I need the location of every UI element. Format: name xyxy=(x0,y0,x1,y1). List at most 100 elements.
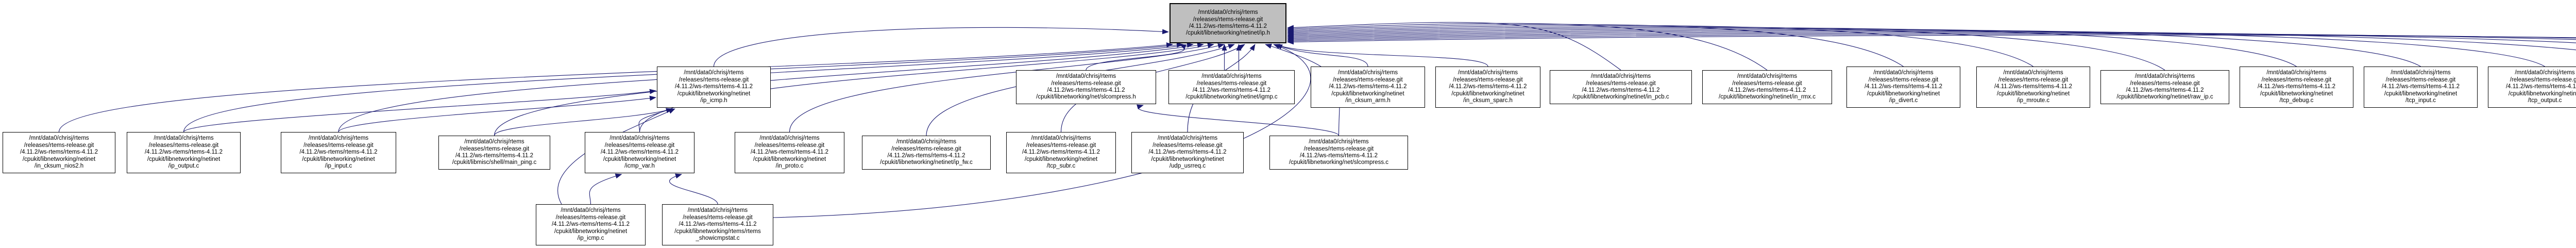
edge-slcompress_h-to-root xyxy=(1086,44,1187,71)
graph-node-label-line: /releases/rtems-release.git xyxy=(1453,76,1523,83)
graph-node-label-line: /ip_icmp.h xyxy=(700,97,727,104)
edge-in_rmx_c-to-root xyxy=(1287,23,1768,71)
graph-node-label-line: /mnt/data0/chrisj/rtems xyxy=(1157,135,1218,142)
graph-node-slcompress_c[interactable]: /mnt/data0/chrisj/rtems/releases/rtems-r… xyxy=(1269,136,1408,170)
graph-node-ip_icmp_h[interactable]: /mnt/data0/chrisj/rtems/releases/rtems-r… xyxy=(657,67,771,108)
graph-node-label-line: /cpukit/libnetworking/netinet xyxy=(302,156,375,162)
graph-node-label-line: /4.11.2/ws-rtems/rtems-4.11.2 xyxy=(750,149,829,156)
graph-node-in_rmx_c[interactable]: /mnt/data0/chrisj/rtems/releases/rtems-r… xyxy=(1702,70,1832,104)
graph-node-label-line: /cpukit/libnetworking/netinet xyxy=(1331,90,1404,97)
graph-node-label-line: /4.11.2/ws-rtems/rtems-4.11.2 xyxy=(600,149,679,156)
graph-node-showicmpstat_c[interactable]: /mnt/data0/chrisj/rtems/releases/rtems-r… xyxy=(662,204,773,245)
graph-node-ip_icmp_c[interactable]: /mnt/data0/chrisj/rtems/releases/rtems-r… xyxy=(536,204,646,245)
graph-node-label-line: /mnt/data0/chrisj/rtems xyxy=(561,207,621,214)
graph-node-label-line: /mnt/data0/chrisj/rtems xyxy=(1031,135,1091,142)
graph-node-label-line: /mnt/data0/chrisj/rtems xyxy=(896,139,957,145)
graph-node-label-line: /mnt/data0/chrisj/rtems xyxy=(609,135,670,142)
graph-node-label-line: /releases/rtems-release.git xyxy=(1998,76,2069,83)
graph-node-icmp_var_h[interactable]: /mnt/data0/chrisj/rtems/releases/rtems-r… xyxy=(585,132,694,173)
graph-node-label-line: /mnt/data0/chrisj/rtems xyxy=(2003,70,2063,76)
graph-node-label-line: /ip_icmp.c xyxy=(577,235,604,242)
graph-node-label-line: /4.11.2/ws-rtems/rtems-4.11.2 xyxy=(2381,84,2460,90)
graph-node-in_proto_c[interactable]: /mnt/data0/chrisj/rtems/releases/rtems-r… xyxy=(735,132,844,173)
graph-node-main_ping_c[interactable]: /mnt/data0/chrisj/rtems/releases/rtems-r… xyxy=(438,136,550,170)
graph-node-in_cksum_nios2_h[interactable]: /mnt/data0/chrisj/rtems/releases/rtems-r… xyxy=(3,132,115,173)
graph-node-label-line: /mnt/data0/chrisj/rtems xyxy=(2391,70,2451,76)
graph-node-label-line: /mnt/data0/chrisj/rtems xyxy=(1056,73,1116,80)
graph-node-label-line: /releases/rtems-release.git xyxy=(148,142,219,148)
graph-node-slcompress_h[interactable]: /mnt/data0/chrisj/rtems/releases/rtems-r… xyxy=(1016,70,1156,104)
graph-node-label-line: /mnt/data0/chrisj/rtems xyxy=(2134,73,2195,80)
graph-node-label-line: /cpukit/libnetworking/netinet/in_pcb.c xyxy=(1572,94,1669,101)
graph-node-ip_output_c[interactable]: /mnt/data0/chrisj/rtems/releases/rtems-r… xyxy=(127,132,241,173)
graph-node-tcp_subr_c[interactable]: /mnt/data0/chrisj/rtems/releases/rtems-r… xyxy=(1006,132,1116,173)
graph-node-label-line: /mnt/data0/chrisj/rtems xyxy=(1873,70,1934,76)
edge-showtcpstat_c-to-root xyxy=(1287,34,2576,44)
graph-node-label-line: /mnt/data0/chrisj/rtems xyxy=(1590,73,1651,80)
graph-node-raw_ip_c[interactable]: /mnt/data0/chrisj/rtems/releases/rtems-r… xyxy=(2100,70,2229,104)
graph-node-label-line: /4.11.2/ws-rtems/rtems-4.11.2 xyxy=(1864,84,1943,90)
graph-node-label-line: /mnt/data0/chrisj/rtems xyxy=(154,135,214,142)
graph-node-ip_mroute_c[interactable]: /mnt/data0/chrisj/rtems/releases/rtems-r… xyxy=(1976,67,2090,108)
graph-node-label-line: /cpukit/libnetworking/netinet xyxy=(2508,90,2576,97)
graph-node-label-line: /mnt/data0/chrisj/rtems xyxy=(1458,70,1518,76)
graph-node-label-line: /cpukit/libnetworking/netinet xyxy=(1024,156,1098,162)
graph-node-ip_fw_c[interactable]: /mnt/data0/chrisj/rtems/releases/rtems-r… xyxy=(862,136,991,170)
graph-node-label-line: /releases/rtems-release.git xyxy=(1196,80,1267,87)
graph-node-label-line: /releases/rtems-release.git xyxy=(555,214,626,221)
graph-node-label-line: /mnt/data0/chrisj/rtems xyxy=(1309,139,1369,145)
edge-ip_input_c-to-ip_icmp_h xyxy=(338,95,656,133)
graph-node-label-line: /cpukit/libnetworking/netinet/in_rmx.c xyxy=(1719,94,1816,101)
graph-node-igmp_c[interactable]: /mnt/data0/chrisj/rtems/releases/rtems-r… xyxy=(1168,70,1295,104)
edge-in_cksum_arm_h-to-root xyxy=(1276,44,1368,67)
graph-node-tcp_output_c[interactable]: /mnt/data0/chrisj/rtems/releases/rtems-r… xyxy=(2488,67,2576,108)
edge-showipstat_c-to-root xyxy=(1287,32,2576,42)
edge-ip_output_c-to-ip_icmp_h xyxy=(183,89,656,133)
graph-node-label-line: /mnt/data0/chrisj/rtems xyxy=(684,70,744,76)
graph-node-label-line: /cpukit/libnetworking/netinet xyxy=(22,156,96,162)
edge-tcp_input_c-to-root xyxy=(1287,28,2421,67)
graph-node-label-line: /4.11.2/ws-rtems/rtems-4.11.2 xyxy=(1047,87,1125,93)
graph-node-label-line: /4.11.2/ws-rtems/rtems-4.11.2 xyxy=(1299,153,1378,159)
graph-node-label-line: /releases/rtems-release.git xyxy=(1026,142,1096,148)
graph-node-label-line: /releases/rtems-release.git xyxy=(1303,145,1374,152)
graph-node-in_pcb_c[interactable]: /mnt/data0/chrisj/rtems/releases/rtems-r… xyxy=(1550,70,1692,104)
graph-node-label-line: /releases/rtems-release.git xyxy=(1868,76,1939,83)
graph-node-label-line: /4.11.2/ws-rtems/rtems-4.11.2 xyxy=(1582,87,1660,93)
edge-tcp_usrreq_c-to-root xyxy=(1287,31,2576,43)
graph-node-label-line: /releases/rtems-release.git xyxy=(1732,80,1802,87)
graph-node-label-line: /mnt/data0/chrisj/rtems xyxy=(2515,70,2575,76)
graph-node-label-line: /cpukit/libnetworking/netinet xyxy=(1996,90,2070,97)
graph-node-label-line: /cpukit/libnetworking/netinet xyxy=(554,228,628,235)
graph-node-in_cksum_arm_h[interactable]: /mnt/data0/chrisj/rtems/releases/rtems-r… xyxy=(1311,67,1425,108)
graph-node-label-line: /releases/rtems-release.git xyxy=(1193,16,1263,23)
graph-node-label-line: /mnt/data0/chrisj/rtems xyxy=(464,139,524,145)
graph-node-label-line: /in_proto.c xyxy=(775,163,804,170)
graph-node-label-line: /cpukit/libmisc/shell/main_ping.c xyxy=(452,159,537,166)
edge-ip_divert_c-to-root xyxy=(1287,24,1904,67)
graph-node-label-line: /tcp_input.c xyxy=(2405,97,2436,104)
graph-node-label-line: /4.11.2/ws-rtems/rtems-4.11.2 xyxy=(1994,84,2073,90)
graph-node-label-line: /4.11.2/ws-rtems/rtems-4.11.2 xyxy=(299,149,378,156)
graph-node-tcp_debug_c[interactable]: /mnt/data0/chrisj/rtems/releases/rtems-r… xyxy=(2240,67,2353,108)
graph-node-label-line: /releases/rtems-release.git xyxy=(754,142,825,148)
graph-node-label-line: /4.11.2/ws-rtems/rtems-4.11.2 xyxy=(20,149,98,156)
edge-in_cksum_nios2_h-to-root xyxy=(58,42,1173,133)
graph-node-root[interactable]: /mnt/data0/chrisj/rtems/releases/rtems-r… xyxy=(1170,3,1286,43)
graph-node-label-line: /4.11.2/ws-rtems/rtems-4.11.2 xyxy=(679,221,757,228)
graph-node-in_cksum_sparc_h[interactable]: /mnt/data0/chrisj/rtems/releases/rtems-r… xyxy=(1435,67,1540,108)
graph-node-label-line: /mnt/data0/chrisj/rtems xyxy=(308,135,369,142)
graph-node-label-line: /4.11.2/ws-rtems/rtems-4.11.2 xyxy=(551,221,630,228)
graph-node-ip_input_c[interactable]: /mnt/data0/chrisj/rtems/releases/rtems-r… xyxy=(281,132,396,173)
graph-node-label-line: /cpukit/libnetworking/netinet/igmp.c xyxy=(1185,94,1278,101)
graph-node-tcp_input_c[interactable]: /mnt/data0/chrisj/rtems/releases/rtems-r… xyxy=(2364,67,2478,108)
graph-node-label-line: /mnt/data0/chrisj/rtems xyxy=(1737,73,1798,80)
graph-node-ip_divert_c[interactable]: /mnt/data0/chrisj/rtems/releases/rtems-r… xyxy=(1846,67,1960,108)
graph-node-label-line: /cpukit/libnetworking/netinet xyxy=(677,90,751,97)
graph-node-label-line: /icmp_var.h xyxy=(624,163,655,170)
graph-node-label-line: /4.11.2/ws-rtems/rtems-4.11.2 xyxy=(1022,149,1100,156)
graph-node-label-line: /releases/rtems-release.git xyxy=(683,214,753,221)
graph-node-udp_usrreq_c[interactable]: /mnt/data0/chrisj/rtems/releases/rtems-r… xyxy=(1131,132,1244,173)
graph-node-label-line: /tcp_subr.c xyxy=(1046,163,1076,170)
edge-raw_ip_c-to-root xyxy=(1287,26,2165,71)
